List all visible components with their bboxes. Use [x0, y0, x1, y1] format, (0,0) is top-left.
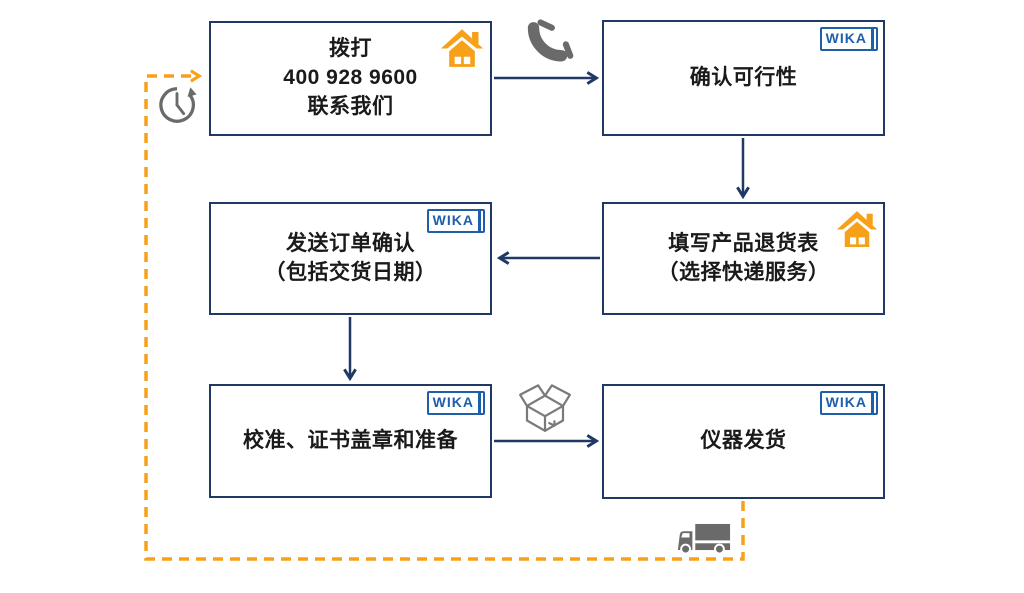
step-text: 确认可行性	[690, 64, 798, 93]
wika-logo-bar	[478, 391, 481, 415]
step-text: 仪器发货	[701, 427, 787, 456]
step-text: 发送订单确认 （包括交货日期）	[265, 230, 437, 288]
step-text-line: 联系我们	[307, 94, 394, 118]
step-text-line: 拨打	[329, 37, 372, 61]
wika-logo-frame: WIKA	[426, 209, 485, 233]
step-box-send-order-confirmation: 发送订单确认 （包括交货日期） WIKA	[209, 202, 492, 315]
wika-logo-text: WIKA	[432, 394, 474, 410]
step-box-fill-return-form: 填写产品退货表 （选择快递服务）	[602, 202, 885, 315]
wika-logo-text: WIKA	[825, 30, 867, 46]
step-box-confirm-feasibility: 确认可行性 WIKA	[602, 20, 885, 136]
step-text-line: （包括交货日期）	[264, 260, 437, 284]
step-text: 拨打 400 928 9600 联系我们	[283, 35, 417, 122]
wika-logo-bar	[871, 391, 874, 415]
step-text-line: 400 928 9600	[283, 66, 418, 90]
phone-icon	[527, 19, 574, 62]
wika-logo-bar	[871, 27, 874, 51]
wika-logo: WIKA	[819, 27, 878, 51]
house-icon	[836, 211, 878, 247]
wika-logo-frame: WIKA	[819, 391, 878, 415]
clock-icon	[159, 87, 197, 123]
step-text-line: 校准、证书盖章和准备	[243, 428, 458, 452]
step-box-contact-us: 拨打 400 928 9600 联系我们	[209, 21, 492, 136]
step-text-line: 仪器发货	[700, 429, 787, 453]
wika-logo-text: WIKA	[432, 212, 474, 228]
step-text: 填写产品退货表 （选择快递服务）	[658, 230, 830, 288]
wika-logo-frame: WIKA	[426, 391, 485, 415]
open-box-icon	[519, 384, 571, 432]
house-icon	[440, 29, 484, 67]
step-text: 校准、证书盖章和准备	[243, 427, 458, 456]
step-text-line: （选择快递服务）	[657, 260, 830, 284]
wika-logo: WIKA	[426, 209, 485, 233]
wika-logo-frame: WIKA	[819, 27, 878, 51]
step-box-calibrate-stamp-prepare: 校准、证书盖章和准备 WIKA	[209, 384, 492, 498]
wika-logo-text: WIKA	[825, 394, 867, 410]
step-text-line: 确认可行性	[689, 65, 798, 89]
truck-icon	[677, 523, 731, 555]
step-box-ship-instrument: 仪器发货 WIKA	[602, 384, 885, 499]
wika-logo: WIKA	[426, 391, 485, 415]
wika-logo-bar	[478, 209, 481, 233]
step-text-line: 发送订单确认	[286, 231, 415, 255]
wika-logo: WIKA	[819, 391, 878, 415]
step-text-line: 填写产品退货表	[668, 231, 819, 255]
